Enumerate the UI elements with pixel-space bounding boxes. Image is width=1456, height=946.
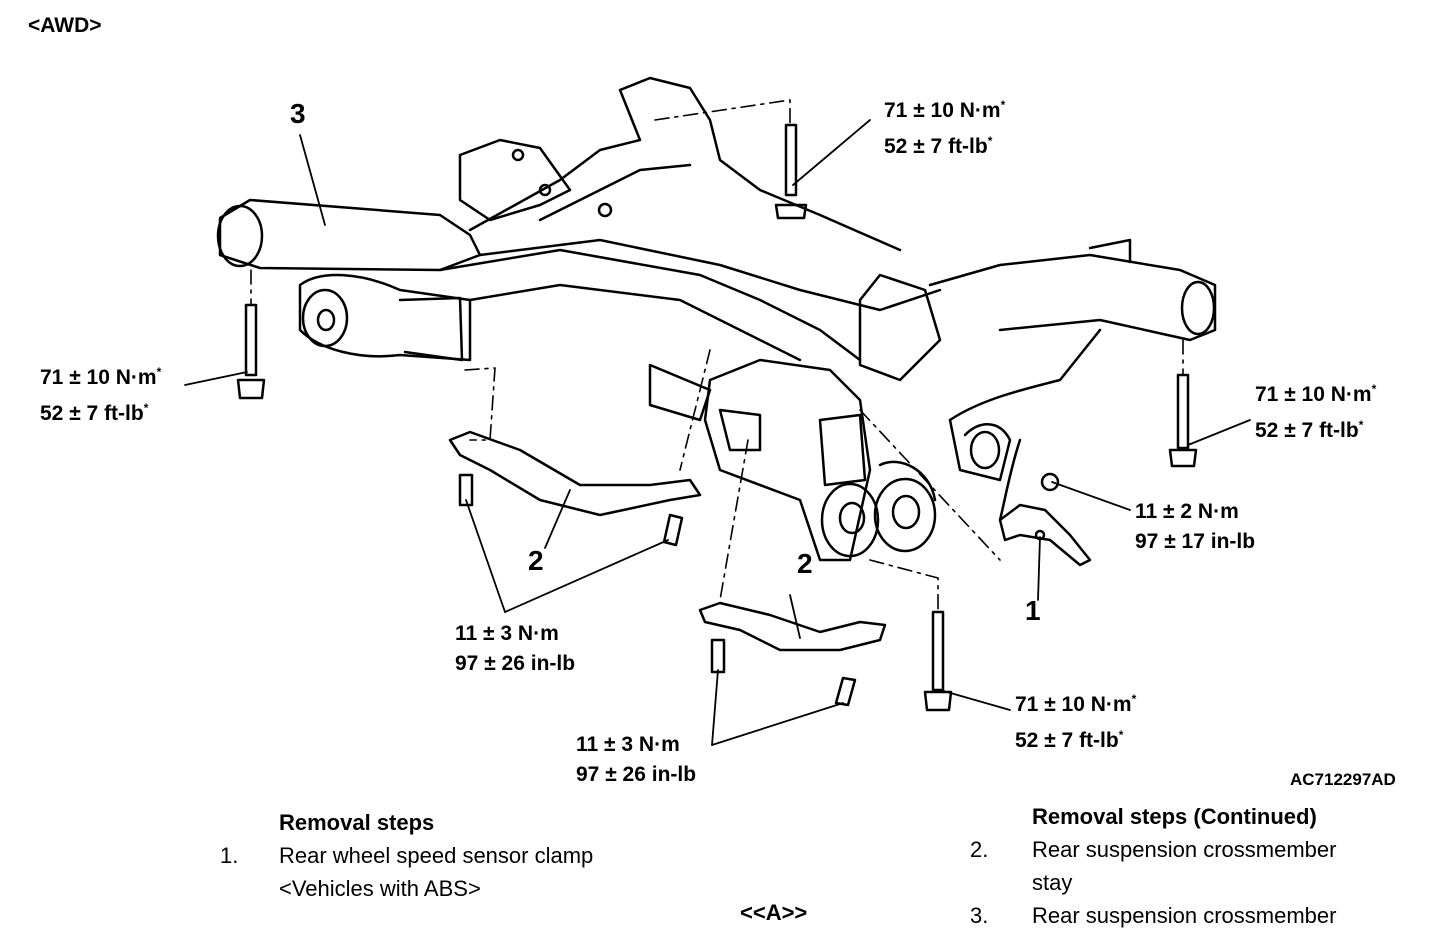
torque-imperial: 52 ± 7 ft-lb xyxy=(1255,419,1359,442)
stay-right xyxy=(698,601,887,652)
step-note: <Vehicles with ABS> xyxy=(279,876,481,901)
torque-imperial: 52 ± 7 ft-lb xyxy=(1015,729,1119,752)
torque-mark: * xyxy=(987,134,993,148)
torque-imperial: 97 ± 26 in-lb xyxy=(455,652,576,675)
torque-top-right: 71 ± 10 N·m* 52 ± 7 ft-lb* xyxy=(884,90,1005,162)
figure-code: AC712297AD xyxy=(1290,770,1396,789)
torque-metric: 11 ± 3 N·m xyxy=(455,622,559,645)
torque-mark: * xyxy=(1118,728,1124,742)
torque-stay-right: 11 ± 3 N·m 97 ± 26 in-lb xyxy=(576,730,696,790)
callout-3: 3 xyxy=(290,98,306,129)
torque-imperial: 97 ± 26 in-lb xyxy=(576,763,697,786)
torque-left: 71 ± 10 N·m* 52 ± 7 ft-lb* xyxy=(40,357,161,429)
bolt-top-right xyxy=(774,123,808,220)
torque-mark: * xyxy=(1131,692,1137,706)
center-bracket xyxy=(648,273,942,562)
sensor-clamp xyxy=(998,438,1092,567)
removal-steps: Removal steps 1. Rear wheel speed sensor … xyxy=(220,806,593,905)
step-number: 3. xyxy=(970,903,989,928)
torque-mark: * xyxy=(1000,98,1006,112)
step-number: 1. xyxy=(220,843,239,868)
step-number: 2. xyxy=(970,837,989,862)
callout-2-right: 2 xyxy=(797,548,813,579)
removal-steps-continued: Removal steps (Continued) 2. Rear suspens… xyxy=(970,800,1336,932)
service-point-marker: <<A>> xyxy=(740,900,808,925)
torque-metric: 71 ± 10 N·m xyxy=(1015,693,1132,716)
step-text-continued: stay xyxy=(1032,870,1073,895)
front-cross-beam xyxy=(438,238,942,362)
torque-metric: 71 ± 10 N·m xyxy=(1255,383,1372,406)
callout-2-left: 2 xyxy=(528,545,544,576)
variant-label: <AWD> xyxy=(28,14,102,37)
torque-mark: * xyxy=(1358,418,1364,432)
bolt-left xyxy=(236,303,266,400)
step-text: Rear suspension crossmember xyxy=(1032,837,1337,862)
torque-bottom: 71 ± 10 N·m* 52 ± 7 ft-lb* xyxy=(1015,684,1136,756)
stay-left xyxy=(448,430,702,517)
removal-step-1: 1. Rear wheel speed sensor clamp xyxy=(220,839,593,872)
removal-step-3: 3. Rear suspension crossmember xyxy=(970,899,1336,932)
torque-mark: * xyxy=(143,401,149,415)
torque-imperial: 97 ± 17 in-lb xyxy=(1135,530,1256,553)
torque-mark: * xyxy=(1371,382,1377,396)
small-bolts xyxy=(458,472,1060,707)
callout-1: 1 xyxy=(1025,595,1041,626)
torque-right: 71 ± 10 N·m* 52 ± 7 ft-lb* xyxy=(1255,374,1376,446)
torque-imperial: 52 ± 7 ft-lb xyxy=(40,402,144,425)
torque-metric: 71 ± 10 N·m xyxy=(884,99,1001,122)
bolt-right xyxy=(1168,373,1198,468)
removal-steps-title: Removal steps xyxy=(279,810,435,835)
torque-metric: 11 ± 3 N·m xyxy=(576,733,680,756)
step-text: Rear wheel speed sensor clamp xyxy=(279,843,594,868)
torque-imperial: 52 ± 7 ft-lb xyxy=(884,135,988,158)
step-text: Rear suspension crossmember xyxy=(1032,903,1337,928)
torque-metric: 71 ± 10 N·m xyxy=(40,366,157,389)
torque-metric: 11 ± 2 N·m xyxy=(1135,500,1239,523)
removal-step-2: 2. Rear suspension crossmember xyxy=(970,833,1336,866)
left-side-member xyxy=(216,198,482,362)
removal-steps-continued-title: Removal steps (Continued) xyxy=(1032,804,1317,829)
bolt-bottom xyxy=(923,610,953,712)
right-side-member xyxy=(928,238,1217,482)
torque-mark: * xyxy=(156,365,162,379)
torque-stay-left: 11 ± 3 N·m 97 ± 26 in-lb xyxy=(455,619,575,679)
torque-sensor-clamp: 11 ± 2 N·m 97 ± 17 in-lb xyxy=(1135,497,1255,557)
alignment-lines xyxy=(250,99,1184,613)
leader-lines xyxy=(184,119,1251,746)
upper-cross-tube xyxy=(458,76,902,252)
